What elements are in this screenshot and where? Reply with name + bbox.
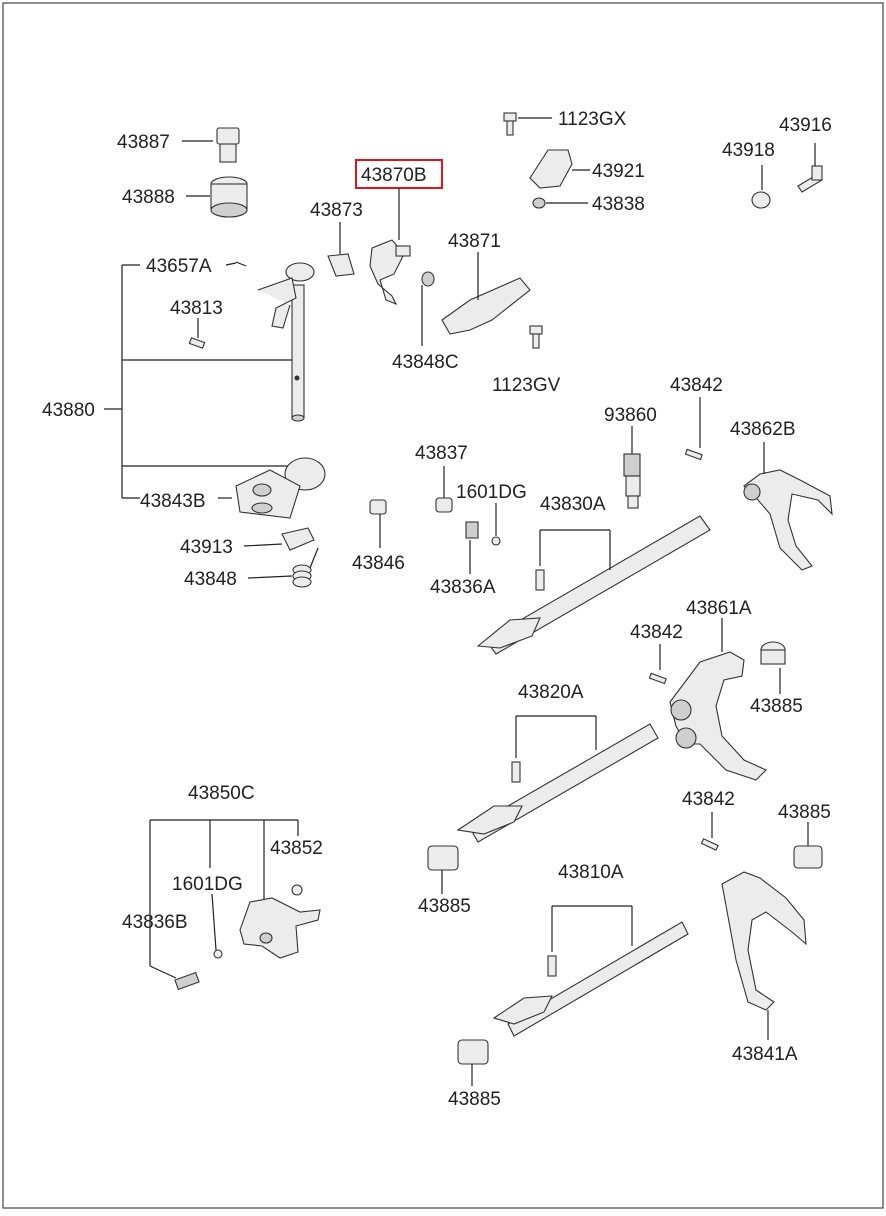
label-1123GX: 1123GX: [558, 109, 627, 130]
label-43880: 43880: [42, 400, 95, 421]
label-43885-b: 43885: [778, 802, 831, 823]
part-1601DG-ball[interactable]: [491, 536, 501, 546]
part-43850C-gate-plate[interactable]: [239, 897, 321, 959]
part-43852-bushing[interactable]: [291, 884, 303, 896]
label-43921: 43921: [592, 161, 645, 182]
part-43848C-nut[interactable]: [421, 271, 435, 287]
label-43842-top: 43842: [670, 375, 723, 396]
part-43916-bolt[interactable]: [797, 165, 823, 193]
label-43887: 43887: [117, 132, 170, 153]
part-1601DG-ball-lower[interactable]: [213, 949, 223, 959]
part-43887-bolt[interactable]: [216, 127, 240, 163]
label-1601DG-upper: 1601DG: [456, 482, 527, 503]
label-43813: 43813: [170, 298, 223, 319]
part-43861A-fork[interactable]: [669, 651, 767, 781]
part-43820A-shift-rail[interactable]: [456, 723, 659, 843]
label-43850C: 43850C: [188, 783, 255, 804]
part-43885-bushing-d[interactable]: [457, 1039, 489, 1065]
label-43843B: 43843B: [140, 491, 206, 512]
label-43873: 43873: [310, 200, 363, 221]
label-43841A: 43841A: [732, 1044, 798, 1065]
part-43862B-fork[interactable]: [743, 469, 833, 571]
label-43842-low: 43842: [682, 789, 735, 810]
label-43836A: 43836A: [430, 577, 496, 598]
label-43820A: 43820A: [518, 682, 584, 703]
part-43841A-fork[interactable]: [721, 871, 807, 1011]
label-43918: 43918: [722, 140, 775, 161]
label-43852: 43852: [270, 838, 323, 859]
callout-43830A-bracket: [539, 529, 611, 570]
label-43870B: 43870B: [361, 165, 427, 186]
part-43921-bracket[interactable]: [529, 149, 573, 189]
part-43913-plate[interactable]: [281, 527, 315, 551]
part-1123GV-bolt[interactable]: [529, 325, 543, 349]
callout-43810A-bracket: [551, 905, 633, 952]
part-labels: 43887 43888 43870B 43873 1123GX 43921 43…: [42, 109, 832, 1110]
part-43885-bushing-a[interactable]: [760, 641, 786, 665]
part-43885-bushing-b[interactable]: [793, 845, 823, 869]
label-1601DG-lower: 1601DG: [172, 874, 243, 895]
callout-43880-bracket: [104, 264, 296, 499]
label-43885-c: 43885: [418, 896, 471, 917]
part-43846-plug[interactable]: [369, 499, 387, 515]
part-43888-bushing[interactable]: [210, 176, 248, 218]
label-43888: 43888: [122, 187, 175, 208]
part-43842-pin-low[interactable]: [700, 838, 719, 851]
part-43657A-pin[interactable]: [235, 261, 247, 267]
part-43830A-shift-rail[interactable]: [476, 515, 711, 655]
part-43870B-lever[interactable]: [369, 239, 411, 306]
label-43838: 43838: [592, 194, 645, 215]
part-43837-plug[interactable]: [435, 497, 453, 513]
callout-43850C-bracket: [149, 819, 299, 979]
part-43842-pin-mid[interactable]: [648, 672, 667, 685]
part-43918-washer[interactable]: [751, 191, 771, 209]
part-43836A-spring[interactable]: [465, 521, 479, 539]
label-43848: 43848: [184, 569, 237, 590]
label-43861A: 43861A: [686, 598, 752, 619]
part-43871-bracket[interactable]: [441, 277, 531, 335]
part-43848-spring[interactable]: [292, 547, 319, 588]
part-43810A-shift-rail[interactable]: [492, 921, 689, 1037]
part-1123GX-bolt[interactable]: [503, 112, 517, 136]
part-43843B-lever[interactable]: [235, 457, 326, 519]
part-43842-pin-top[interactable]: [684, 448, 703, 461]
label-93860: 93860: [604, 405, 657, 426]
label-43836B: 43836B: [122, 912, 188, 933]
label-43871: 43871: [448, 231, 501, 252]
label-43862B: 43862B: [730, 419, 796, 440]
label-43837: 43837: [415, 443, 468, 464]
label-43830A: 43830A: [540, 494, 606, 515]
part-43885-bushing-c[interactable]: [427, 845, 459, 871]
callout-43820A-bracket: [515, 715, 597, 758]
part-93860-switch[interactable]: [623, 453, 641, 509]
label-43885-d: 43885: [448, 1089, 501, 1110]
label-43810A: 43810A: [558, 862, 624, 883]
part-43838-nut[interactable]: [532, 197, 546, 209]
label-43916: 43916: [779, 115, 832, 136]
label-43848C: 43848C: [392, 352, 459, 373]
label-43657A: 43657A: [146, 256, 212, 277]
label-1123GV: 1123GV: [492, 375, 561, 396]
label-43842-mid: 43842: [630, 622, 683, 643]
part-43880-shift-shaft[interactable]: [257, 262, 315, 422]
part-43813-pin[interactable]: [188, 337, 206, 349]
label-43913: 43913: [180, 537, 233, 558]
label-43885-a: 43885: [750, 696, 803, 717]
part-43836B-spring[interactable]: [174, 971, 200, 991]
label-43846: 43846: [352, 553, 405, 574]
part-43873-clip[interactable]: [327, 253, 355, 277]
